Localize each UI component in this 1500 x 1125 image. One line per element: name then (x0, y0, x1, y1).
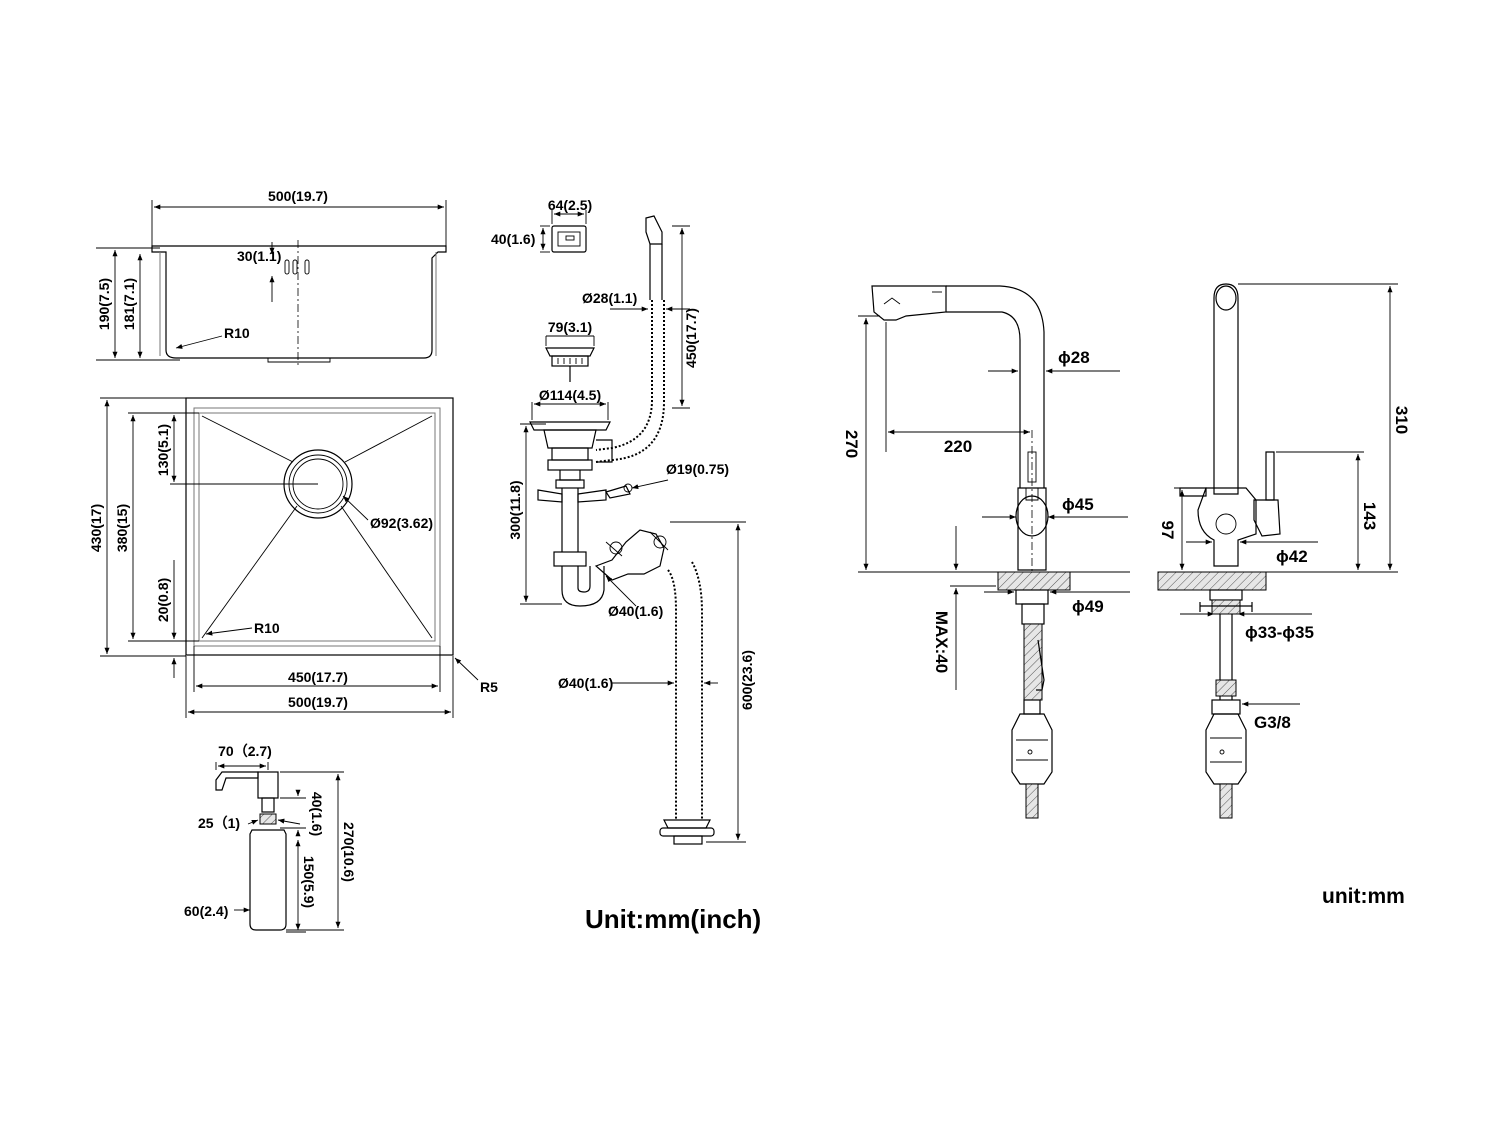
faucet-front-view: 310 143 97 ϕ42 ϕ33-ϕ35 G3/8 (1157, 283, 1411, 819)
head-height-label: 40(1.6) (309, 792, 325, 836)
outer-corner-radius-label: R5 (480, 679, 498, 695)
front-base-diameter-label: ϕ42 (1276, 547, 1308, 566)
overflow-offset-label: 30(1.1) (237, 248, 281, 264)
bottle-height-label: 150(5.9) (301, 856, 317, 908)
unit-label-mm: unit:mm (1322, 885, 1405, 908)
hose-diameter-label: Ø28(1.1) (582, 290, 637, 306)
hole-diameter-label: ϕ33-ϕ35 (1245, 623, 1314, 642)
sink-width-outer-label: 500(19.7) (288, 694, 348, 710)
unit-label-inch: Unit:mm(inch) (585, 904, 761, 934)
thread-length-label: 25（1) (198, 815, 240, 831)
sink-plan-view: Ø92(3.62) 430(17) 380(15) 130(5.1) 20(0.… (88, 397, 498, 718)
corner-radius-inner-label: R10 (254, 620, 280, 636)
sink-depth-inner-label: 181(7.1) (121, 278, 137, 330)
spout-length-label: 70（2.7) (218, 743, 272, 759)
total-height-label: 270(10.6) (341, 822, 357, 882)
corner-offset-label: 20(0.8) (155, 578, 171, 622)
handle-height-label: 143 (1360, 502, 1379, 530)
faucet-side-view: 270 220 ϕ28 ϕ45 ϕ49 MAX:40 (842, 285, 1130, 819)
trap-diameter-label: Ø40(1.6) (608, 603, 663, 619)
sink-length-label: 430(17) (88, 504, 104, 552)
body-diameter-label: ϕ45 (1062, 495, 1094, 514)
outlet-diameter-label: Ø40(1.6) (558, 675, 613, 691)
deck-thickness-label: MAX:40 (932, 611, 951, 673)
soap-dispenser-drawing: 70（2.7) 40(1.6) 25（1) 150(5.9) 270(10.6)… (184, 743, 357, 933)
outlet-length-label: 600(23.6) (739, 650, 755, 710)
faucet-height-label: 270 (842, 430, 861, 458)
base-diameter-label: ϕ49 (1072, 597, 1104, 616)
sink-width-label: 500(19.7) (268, 188, 328, 204)
lever-height-label: 97 (1158, 521, 1177, 540)
strainer-diameter-label: 79(3.1) (548, 319, 592, 335)
sink-section-view: 500(19.7) 30(1.1) 190(7.5) 181(7.1) R10 (96, 188, 447, 368)
flange-diameter-label: Ø114(4.5) (539, 387, 601, 403)
hose-length-label: 450(17.7) (683, 308, 699, 368)
sink-depth-total-label: 190(7.5) (96, 278, 112, 330)
sink-width-inner-label: 450(17.7) (288, 669, 348, 685)
overflow-width-label: 64(2.5) (548, 197, 592, 213)
drain-offset-label: 130(5.1) (155, 424, 171, 476)
sink-inner-radius-label: R10 (224, 325, 250, 341)
sink-length-inner-label: 380(15) (114, 504, 130, 552)
overflow-height-label: 40(1.6) (491, 231, 535, 247)
spout-diameter-label: ϕ28 (1058, 348, 1090, 367)
bottle-diameter-label: 60(2.4) (184, 903, 228, 919)
faucet-reach-label: 220 (944, 437, 972, 456)
inlet-diameter-label: Ø19(0.75) (666, 461, 729, 477)
drain-diameter-label: Ø92(3.62) (370, 515, 433, 531)
thread-size-label: G3/8 (1254, 713, 1291, 732)
drop-height-label: 300(11.8) (507, 480, 523, 539)
drain-kit-drawing: 64(2.5) 40(1.6) 450(17.7) Ø28(1.1) 79(3.… (491, 197, 755, 845)
faucet-front-height-label: 310 (1392, 406, 1411, 434)
